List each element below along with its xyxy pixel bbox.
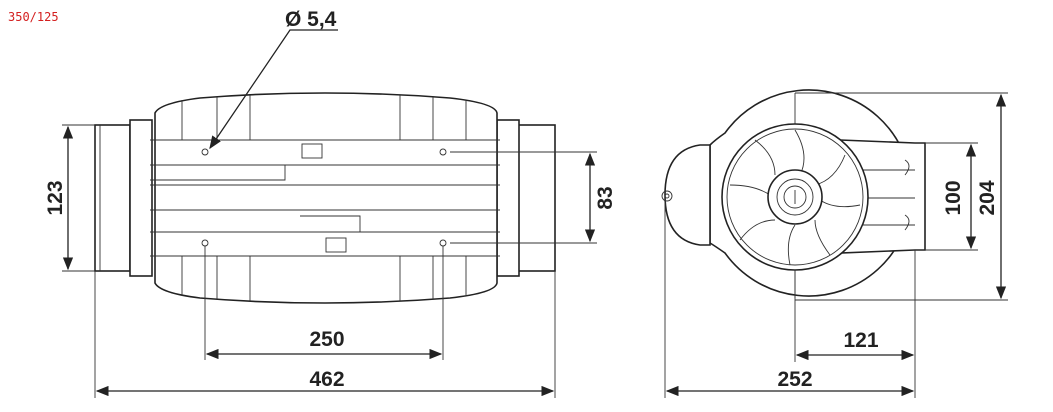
front-view xyxy=(661,89,926,298)
dim-hole-spacing-vertical: 83 xyxy=(450,151,617,244)
dim-total-height: 204 xyxy=(795,92,1008,301)
total-width-label: 252 xyxy=(777,368,812,391)
hole-spacing-vertical-label: 83 xyxy=(594,186,617,209)
dim-duct-height: 123 xyxy=(44,124,95,272)
center-to-bracket-label: 121 xyxy=(843,329,878,352)
dim-center-to-bracket: 121 xyxy=(794,250,916,398)
hole-spacing-horizontal-label: 250 xyxy=(309,328,344,351)
side-view xyxy=(94,92,556,304)
duct-height-label: 123 xyxy=(44,180,67,215)
motor-housing xyxy=(154,92,498,304)
hole-diameter-label: Ø 5,4 xyxy=(285,8,337,31)
bracket-height-label: 100 xyxy=(942,180,965,215)
right-duct-collar xyxy=(517,124,556,272)
total-length-label: 462 xyxy=(309,368,344,391)
total-height-label: 204 xyxy=(976,180,999,215)
fan-blades xyxy=(729,129,861,266)
dim-hole-diameter: Ø 5,4 xyxy=(209,8,338,150)
model-label: 350/125 xyxy=(8,10,59,24)
dim-hole-spacing-horizontal: 250 xyxy=(204,246,444,360)
dim-total-width: 252 xyxy=(664,200,915,398)
dim-bracket-height: 100 xyxy=(925,142,978,251)
dim-total-length: 462 xyxy=(94,271,556,398)
